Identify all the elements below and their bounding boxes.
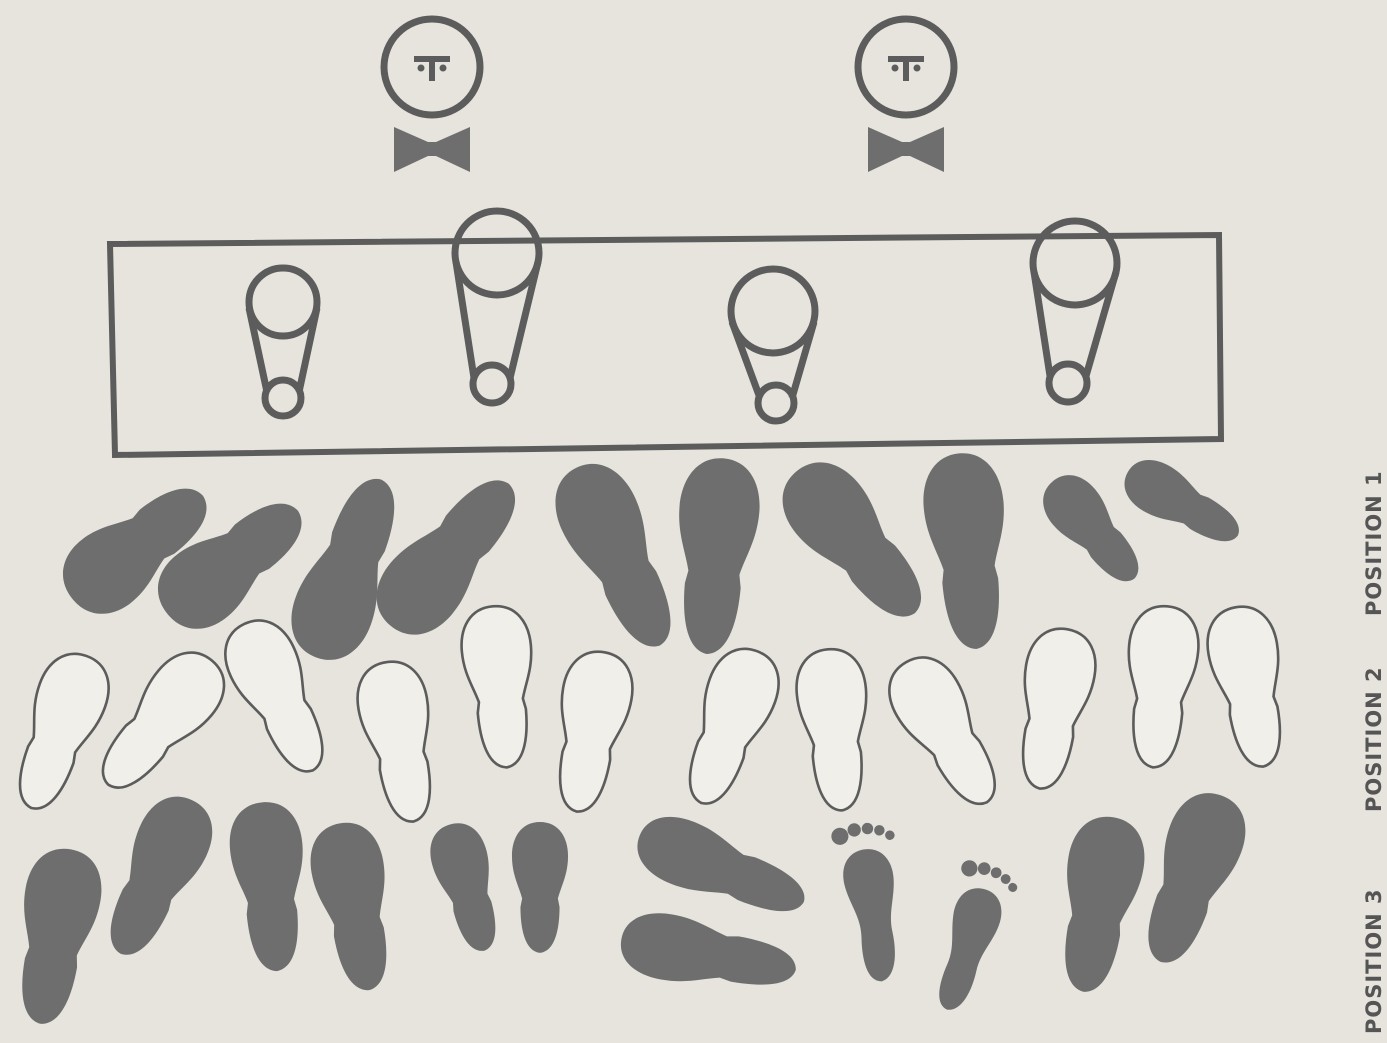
- shoe-print-icon: [88, 785, 225, 969]
- shoe-print-icon: [512, 822, 568, 953]
- bow-tie-icon: [394, 127, 470, 172]
- shoe-print-icon: [1115, 449, 1251, 558]
- urinal-icon: [1033, 221, 1117, 402]
- shoe-print-icon: [458, 603, 541, 770]
- attendant-right: [858, 19, 954, 172]
- shoe-print-icon: [304, 817, 405, 996]
- shoe-print-icon: [0, 644, 119, 820]
- bare-footprint-icon: [925, 857, 1022, 1019]
- shoe-print-icon: [542, 646, 638, 817]
- position-2-label: POSITION 2: [1362, 672, 1386, 812]
- urinal-icon: [731, 269, 815, 421]
- shoe-print-icon: [1119, 603, 1202, 770]
- shoe-print-icon: [616, 907, 802, 1003]
- shoe-print-icon: [793, 646, 876, 813]
- bow-tie-icon: [868, 127, 944, 172]
- shoe-print-icon: [1046, 811, 1152, 999]
- shoe-print-icon: [669, 639, 789, 815]
- shoe-print-icon: [82, 638, 239, 806]
- shoe-print-icon: [627, 805, 816, 933]
- bare-footprint-icon: [830, 817, 920, 986]
- shoe-print-icon: [876, 645, 1017, 820]
- shoe-print-icon: [766, 446, 946, 639]
- attendant-left: [384, 19, 480, 172]
- position-3-prints: [3, 783, 1257, 1031]
- shoe-print-icon: [226, 799, 313, 974]
- shoe-print-icon: [3, 843, 108, 1031]
- shoe-print-icon: [423, 817, 511, 958]
- shoe-print-icon: [541, 451, 696, 663]
- attendant-face-icon: [384, 19, 480, 115]
- urinal-icon: [249, 268, 317, 416]
- position-3-label: POSITION 3: [1362, 894, 1386, 1034]
- shoe-print-icon: [667, 455, 764, 658]
- shoe-print-icon: [351, 656, 447, 827]
- shoe-print-icon: [1005, 623, 1101, 794]
- shoe-print-icon: [1201, 601, 1297, 772]
- shoe-print-icon: [1125, 783, 1257, 975]
- attendant-face-icon: [858, 19, 954, 115]
- shoe-print-icon: [919, 450, 1016, 653]
- position-1-label: POSITION 1: [1362, 476, 1386, 616]
